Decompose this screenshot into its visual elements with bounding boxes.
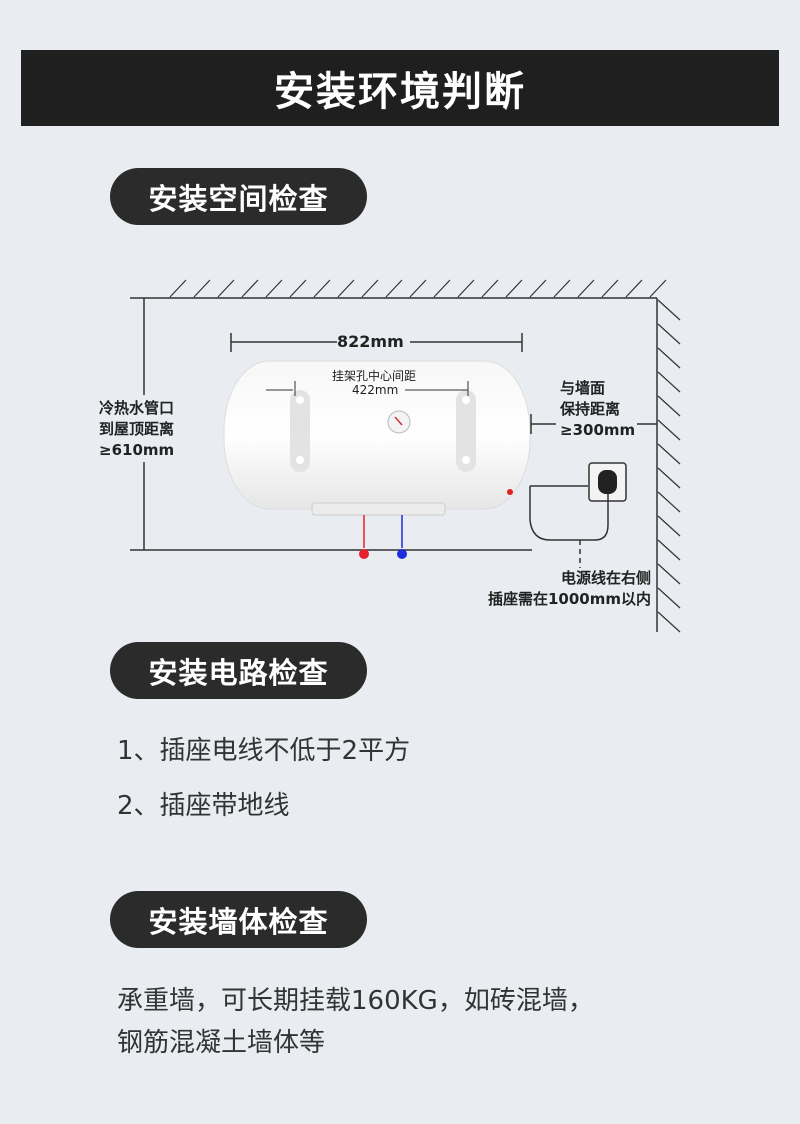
- section-title-wall: 安装墙体检查: [110, 891, 367, 948]
- socket-label-line: 电源线在右侧: [560, 569, 651, 587]
- hole-spacing-value: 422mm: [352, 383, 399, 397]
- ceiling-label-line: 冷热水管口: [99, 399, 175, 417]
- circuit-requirement: 1、插座电线不低于2平方: [117, 736, 411, 766]
- socket-label-line: 插座需在1000mm以内: [487, 590, 651, 608]
- page-title: 安装环境判断: [21, 50, 779, 126]
- wall-label-value: ≥300mm: [560, 421, 636, 439]
- wall-requirement: 钢筋混凝土墙体等: [117, 1028, 326, 1058]
- hot-water-outlet-icon: [359, 549, 369, 559]
- circuit-requirement: 2、插座带地线: [117, 791, 290, 821]
- indicator-light-icon: [507, 489, 513, 495]
- power-cable: [529, 486, 609, 541]
- mount-bracket-right: [456, 390, 476, 472]
- ceiling-label-value: ≥610mm: [99, 441, 175, 459]
- cold-water-inlet-icon: [397, 549, 407, 559]
- hole-spacing-label: 挂架孔中心间距: [332, 369, 417, 383]
- mount-bracket-left: [290, 390, 310, 472]
- width-dimension-label: 822mm: [337, 332, 404, 351]
- ceiling-label-line: 到屋顶距离: [99, 420, 175, 438]
- wall-requirement: 承重墙，可长期挂载160KG，如砖混墙，: [117, 986, 594, 1016]
- section-title-space: 安装空间检查: [110, 168, 367, 225]
- wall-label-line: 保持距离: [560, 400, 621, 418]
- wall-label-line: 与墙面: [560, 379, 606, 397]
- ceiling-hatch: [130, 297, 658, 632]
- section-title-circuit: 安装电路检查: [110, 642, 367, 699]
